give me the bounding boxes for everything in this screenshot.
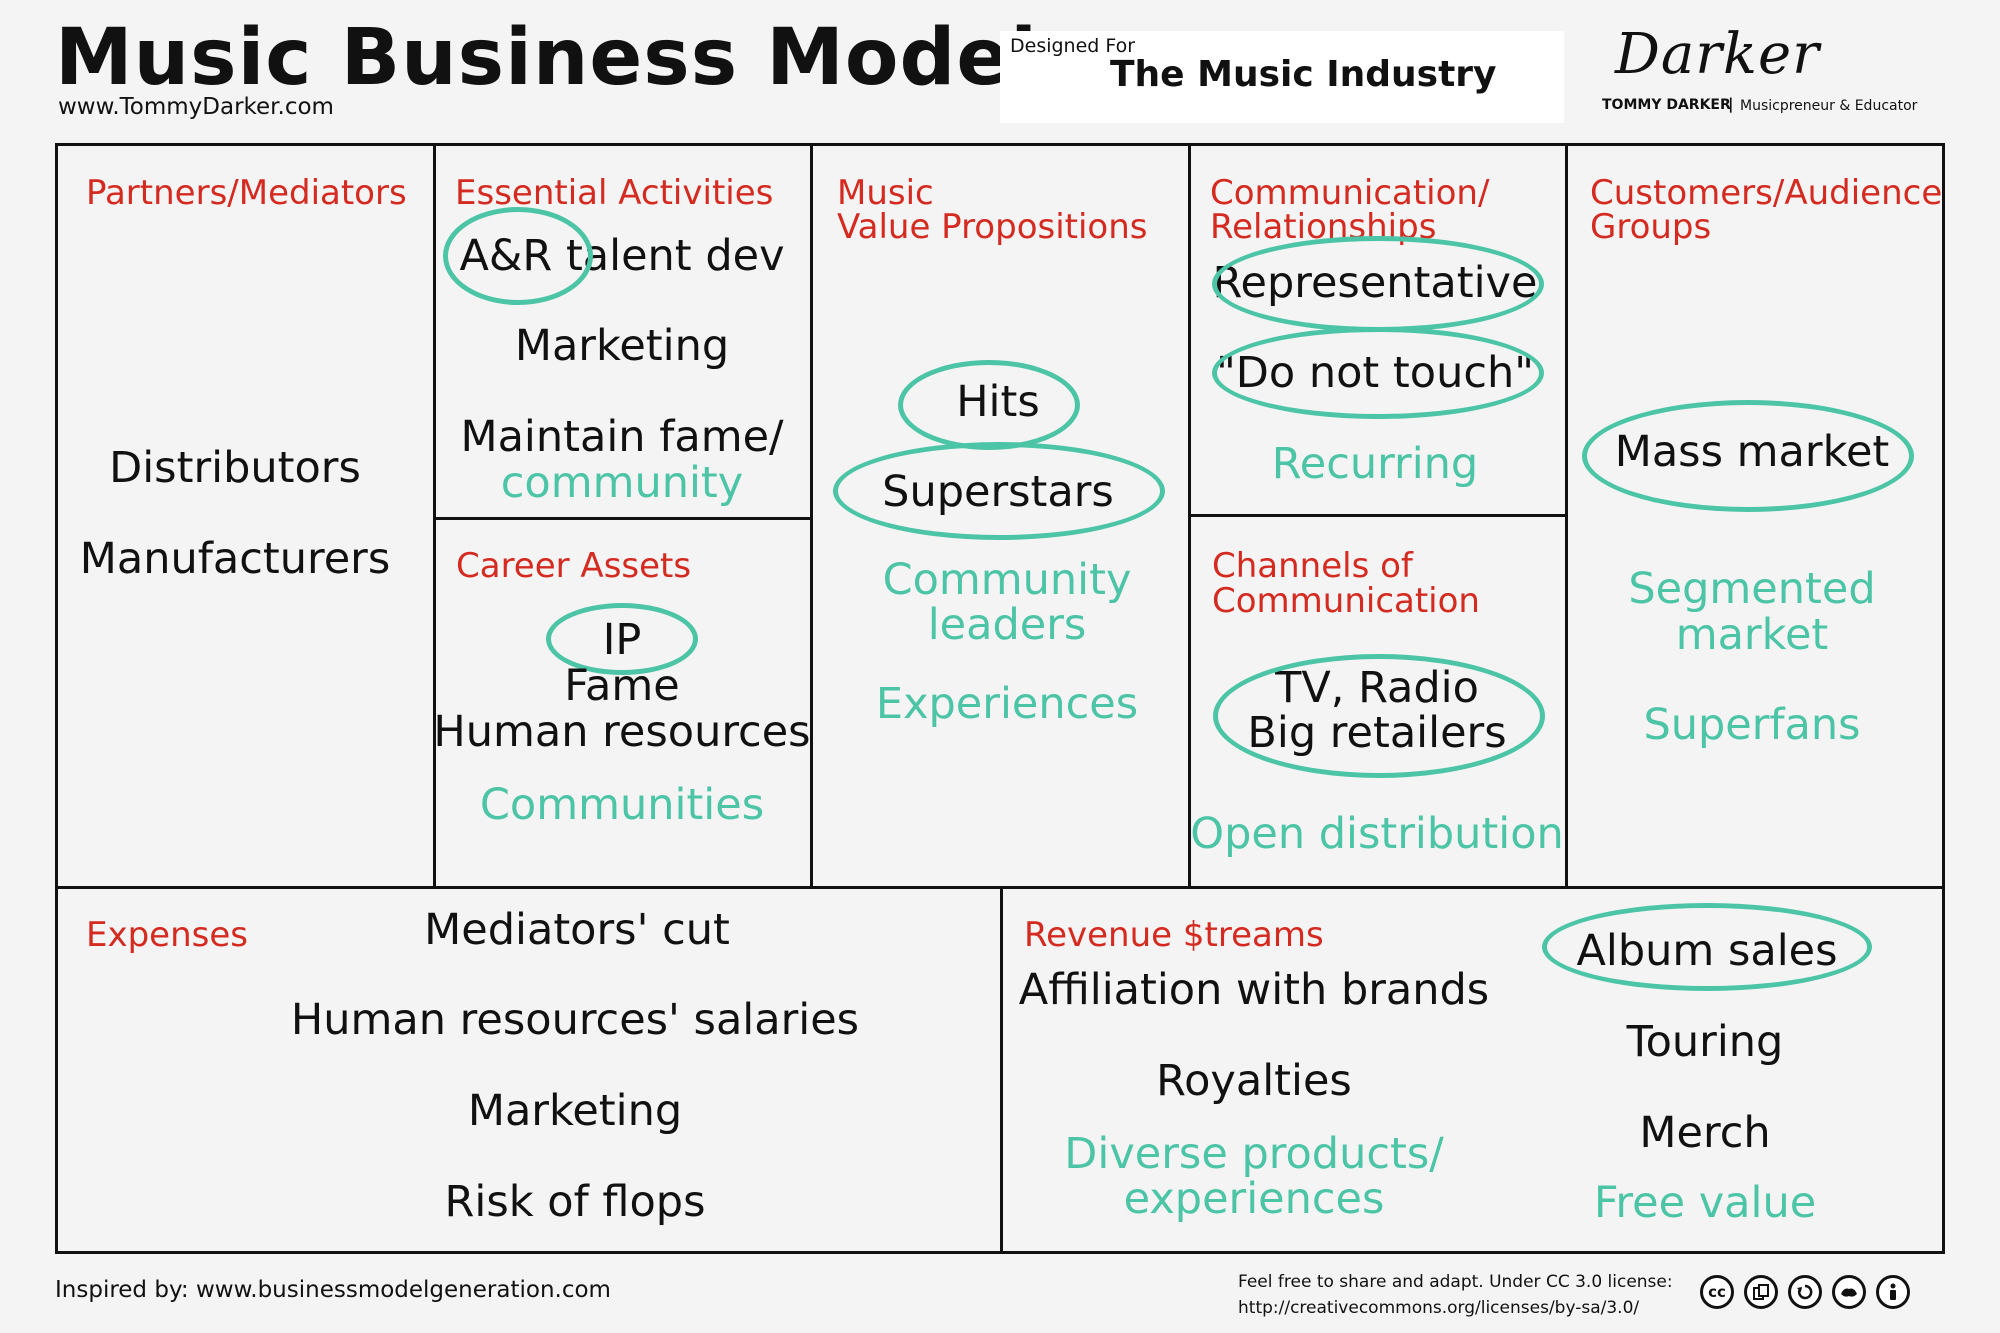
revenue-item: Royalties <box>1156 1056 1352 1106</box>
logo-name: TOMMY DARKER <box>1602 97 1731 113</box>
channels-item: Big retailers <box>1247 708 1507 758</box>
activities-item: community <box>500 458 744 508</box>
website-link[interactable]: www.TommyDarker.com <box>58 94 334 120</box>
assets-heading: Career Assets <box>456 546 692 586</box>
noncommercial-icon <box>1832 1275 1866 1309</box>
customers-item: market <box>1675 610 1829 660</box>
relationships-item: Representative <box>1212 258 1538 308</box>
relationships-item: "Do not touch" <box>1215 348 1535 398</box>
value-item: Superstars <box>882 467 1114 517</box>
relationships-heading: Relationships <box>1210 207 1437 247</box>
customers-heading: Customers/Audience <box>1590 173 1943 213</box>
assets-item: Human resources <box>433 707 811 757</box>
value-item: Community <box>882 555 1132 605</box>
expenses-item: Risk of flops <box>444 1177 706 1227</box>
divider <box>433 517 811 520</box>
partners-item: Manufacturers <box>79 534 391 584</box>
inspired-by-link[interactable]: Inspired by: www.businessmodelgeneration… <box>55 1277 611 1303</box>
expenses-heading: Expenses <box>86 915 248 955</box>
divider <box>1188 514 1566 517</box>
customers-heading: Groups <box>1590 207 1712 247</box>
assets-item: Communities <box>479 780 765 830</box>
activities-item: Maintain fame/ <box>460 412 784 462</box>
copy-icon <box>1744 1275 1778 1309</box>
divider <box>1188 146 1191 888</box>
revenue-heading: Revenue $treams <box>1024 915 1324 955</box>
customers-item: Mass market <box>1614 427 1890 477</box>
attribution-icon <box>1876 1275 1910 1309</box>
logo-separator: | <box>1728 95 1734 113</box>
revenue-item: experiences <box>1123 1174 1385 1224</box>
cc-icon: cc <box>1700 1275 1734 1309</box>
license-note: Feel free to share and adapt. Under CC 3… <box>1238 1272 1673 1292</box>
channels-item: TV, Radio <box>1275 663 1479 713</box>
remix-icon <box>1788 1275 1822 1309</box>
value-item: Hits <box>956 377 1040 427</box>
divider <box>810 146 813 888</box>
channels-item: Open distribution <box>1190 809 1564 859</box>
value-heading: Music <box>837 173 934 213</box>
channels-heading: Communication <box>1212 581 1480 621</box>
cc-license-icons: cc <box>1700 1275 1910 1309</box>
channels-heading: Channels of <box>1212 546 1413 586</box>
page-title: Music Business Model <box>55 13 1038 103</box>
revenue-item: Affiliation with brands <box>1018 965 1490 1015</box>
revenue-item: Touring <box>1626 1017 1784 1067</box>
relationships-item: Recurring <box>1271 439 1479 489</box>
revenue-item: Diverse products/ <box>1064 1129 1444 1179</box>
assets-item: IP <box>602 615 642 665</box>
relationships-heading: Communication/ <box>1210 173 1490 213</box>
activities-heading: Essential Activities <box>455 173 774 213</box>
activities-item: Marketing <box>514 321 730 371</box>
expenses-item: Human resources' salaries <box>290 995 860 1045</box>
value-item: leaders <box>927 600 1087 650</box>
activities-item: A&R talent dev <box>459 231 785 281</box>
customers-item: Superfans <box>1643 700 1861 750</box>
darker-logo: Darker <box>1615 22 1820 87</box>
divider <box>1000 886 1003 1252</box>
expenses-item: Mediators' cut <box>424 905 730 955</box>
revenue-item: Merch <box>1639 1108 1771 1158</box>
business-model-canvas <box>55 143 1945 1254</box>
value-item: Experiences <box>875 679 1139 729</box>
designed-for-label: Designed For <box>1010 35 1136 57</box>
partners-item: Distributors <box>109 443 361 493</box>
partners-heading: Partners/Mediators <box>86 173 407 213</box>
license-link[interactable]: http://creativecommons.org/licenses/by-s… <box>1238 1298 1640 1318</box>
divider <box>1565 146 1568 888</box>
designed-for-value: The Music Industry <box>1110 54 1497 95</box>
revenue-item: Album sales <box>1576 926 1838 976</box>
revenue-item: Free value <box>1593 1178 1817 1228</box>
logo-tagline: Musicpreneur & Educator <box>1740 98 1918 114</box>
customers-item: Segmented <box>1628 564 1876 614</box>
expenses-item: Marketing <box>467 1086 683 1136</box>
assets-item: Fame <box>564 661 680 711</box>
value-heading: Value Propositions <box>837 207 1148 247</box>
designed-for-box <box>1000 31 1564 123</box>
